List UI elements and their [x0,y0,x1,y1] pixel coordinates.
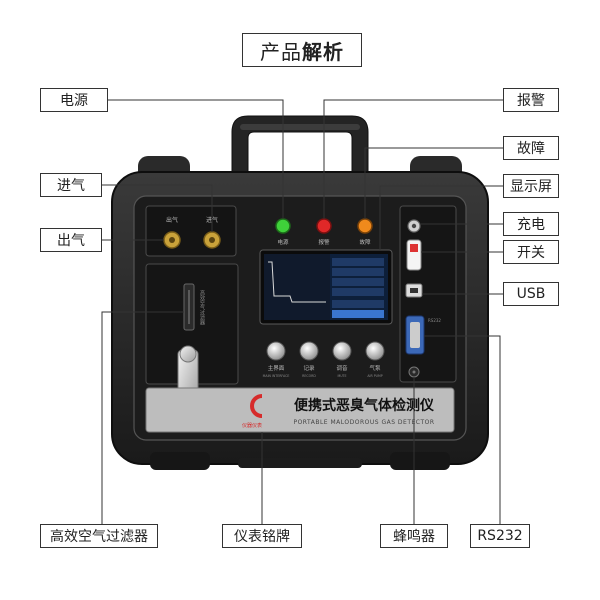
power-led [275,218,291,234]
callout-outlet-text: 出气 [57,233,85,249]
callout-charge-text: 充电 [517,217,545,233]
callout-inlet-text: 进气 [57,178,85,194]
product-name-cn: 便携式恶臭气体检测仪 [294,397,435,414]
mute-button-sub: MUTE [337,374,346,378]
air-pump-button-label: 气泵 [369,364,381,372]
page-title: 产品解析 [242,33,362,67]
main-interface-button-sub: MAIN INTERFACE [263,374,290,378]
brand-logo [250,394,263,418]
filter-vertical-label: 高效空气过滤器 [199,289,205,326]
leader-power [108,99,284,219]
brand-text: 仪器仪表 [242,422,262,429]
callout-alarm: 报警 [503,88,559,112]
callout-fault: 故障 [503,136,559,160]
callout-power-text: 电源 [60,93,88,109]
callout-rs232: RS232 [470,524,530,548]
record-button-sub: RECORD [302,374,316,378]
callout-filter-text: 高效空气过滤器 [50,529,148,545]
fault-led-label: 故障 [359,238,371,246]
control-buttons [266,341,385,361]
nameplate [145,387,455,433]
callout-usb-text: USB [516,286,546,302]
leader-inlet [102,184,213,232]
callout-fault-text: 故障 [517,141,545,157]
callout-switch: 开关 [503,240,559,264]
title-regular: 产品 [260,39,302,64]
callout-display-text: 显示屏 [510,179,552,195]
air-pump-button-sub: AIR PUMP [367,374,382,378]
callout-nameplate: 仪表铭牌 [222,524,302,548]
callout-alarm-text: 报警 [517,93,545,109]
leader-alarm [323,99,503,219]
leader-fault [364,147,503,219]
air-pump-button [365,341,385,361]
outlet-port-label: 出气 [166,216,178,224]
main-interface-button-label: 主界面 [268,364,285,372]
callout-inlet: 进气 [40,173,102,197]
record-button [299,341,319,361]
callout-buzzer-text: 蜂鸣器 [393,529,435,545]
leader-display [379,185,503,250]
callout-nameplate-text: 仪表铭牌 [234,529,290,545]
callout-outlet: 出气 [40,228,102,252]
fault-led [357,218,373,234]
mute-button [332,341,352,361]
record-button-label: 记录 [303,364,315,372]
callout-display: 显示屏 [503,174,559,198]
callout-charge: 充电 [503,212,559,236]
title-bold: 解析 [302,39,344,64]
leader-rs232 [424,335,501,524]
callout-switch-text: 开关 [517,245,545,261]
callout-usb: USB [503,282,559,306]
power-led-label: 电源 [277,238,289,246]
callout-buzzer: 蜂鸣器 [380,524,448,548]
mute-button-label: 调音 [336,364,348,372]
product-name-en: PORTABLE MALODOROUS GAS DETECTOR [293,419,434,426]
leader-filter [101,311,184,524]
alarm-led-label: 报警 [318,238,330,246]
rs232-small-label: RS232 [428,318,441,323]
main-interface-button [266,341,286,361]
callout-filter: 高效空气过滤器 [40,524,158,548]
alarm-led [316,218,332,234]
callout-power: 电源 [40,88,108,112]
callout-rs232-text: RS232 [477,528,523,544]
